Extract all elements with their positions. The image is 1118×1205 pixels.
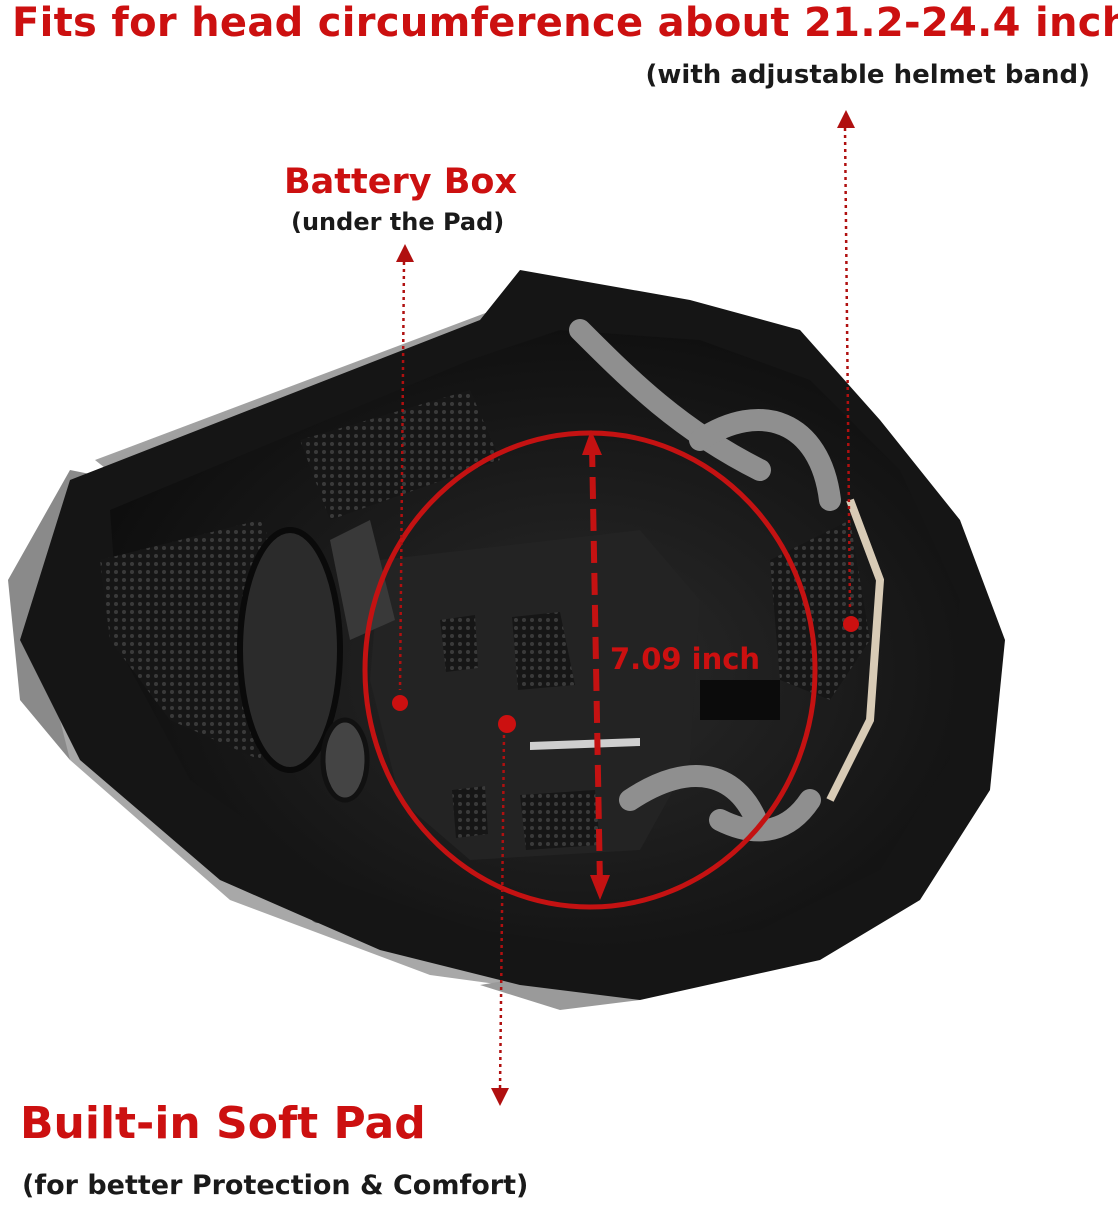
soft-pad-sublabel: (for better Protection & Comfort) <box>22 1170 529 1201</box>
battery-box-label: Battery Box <box>284 162 518 202</box>
band-edge <box>826 498 885 802</box>
arrow-down-icon <box>491 1088 509 1106</box>
headline: Fits for head circumference about 21.2-2… <box>12 0 1118 46</box>
velcro-strap <box>700 680 780 720</box>
headline-subtitle: (with adjustable helmet band) <box>645 60 1090 90</box>
mesh-panel-right <box>770 520 870 700</box>
helmet-band-pointer <box>837 110 859 632</box>
arrow-down-icon <box>590 875 610 900</box>
arrow-up-icon <box>837 110 855 128</box>
dot-marker-icon <box>392 695 408 711</box>
center-pad <box>370 530 700 860</box>
measurement-label: 7.09 inch <box>610 642 761 676</box>
soft-pad-label: Built-in Soft Pad <box>20 1098 426 1149</box>
battery-box-sublabel: (under the Pad) <box>291 208 505 236</box>
battery-box-pointer <box>392 244 414 711</box>
arrow-up-icon <box>582 430 602 455</box>
mesh-panel-top <box>300 390 500 520</box>
adjustable-helmet-band <box>569 319 841 842</box>
dot-marker-icon <box>843 616 859 632</box>
ear-cushion-left <box>237 520 395 803</box>
measurement-arrow <box>582 430 610 900</box>
soft-pad-pointer <box>491 715 516 1106</box>
dot-marker-icon <box>498 715 516 733</box>
arrow-up-icon <box>396 244 414 262</box>
